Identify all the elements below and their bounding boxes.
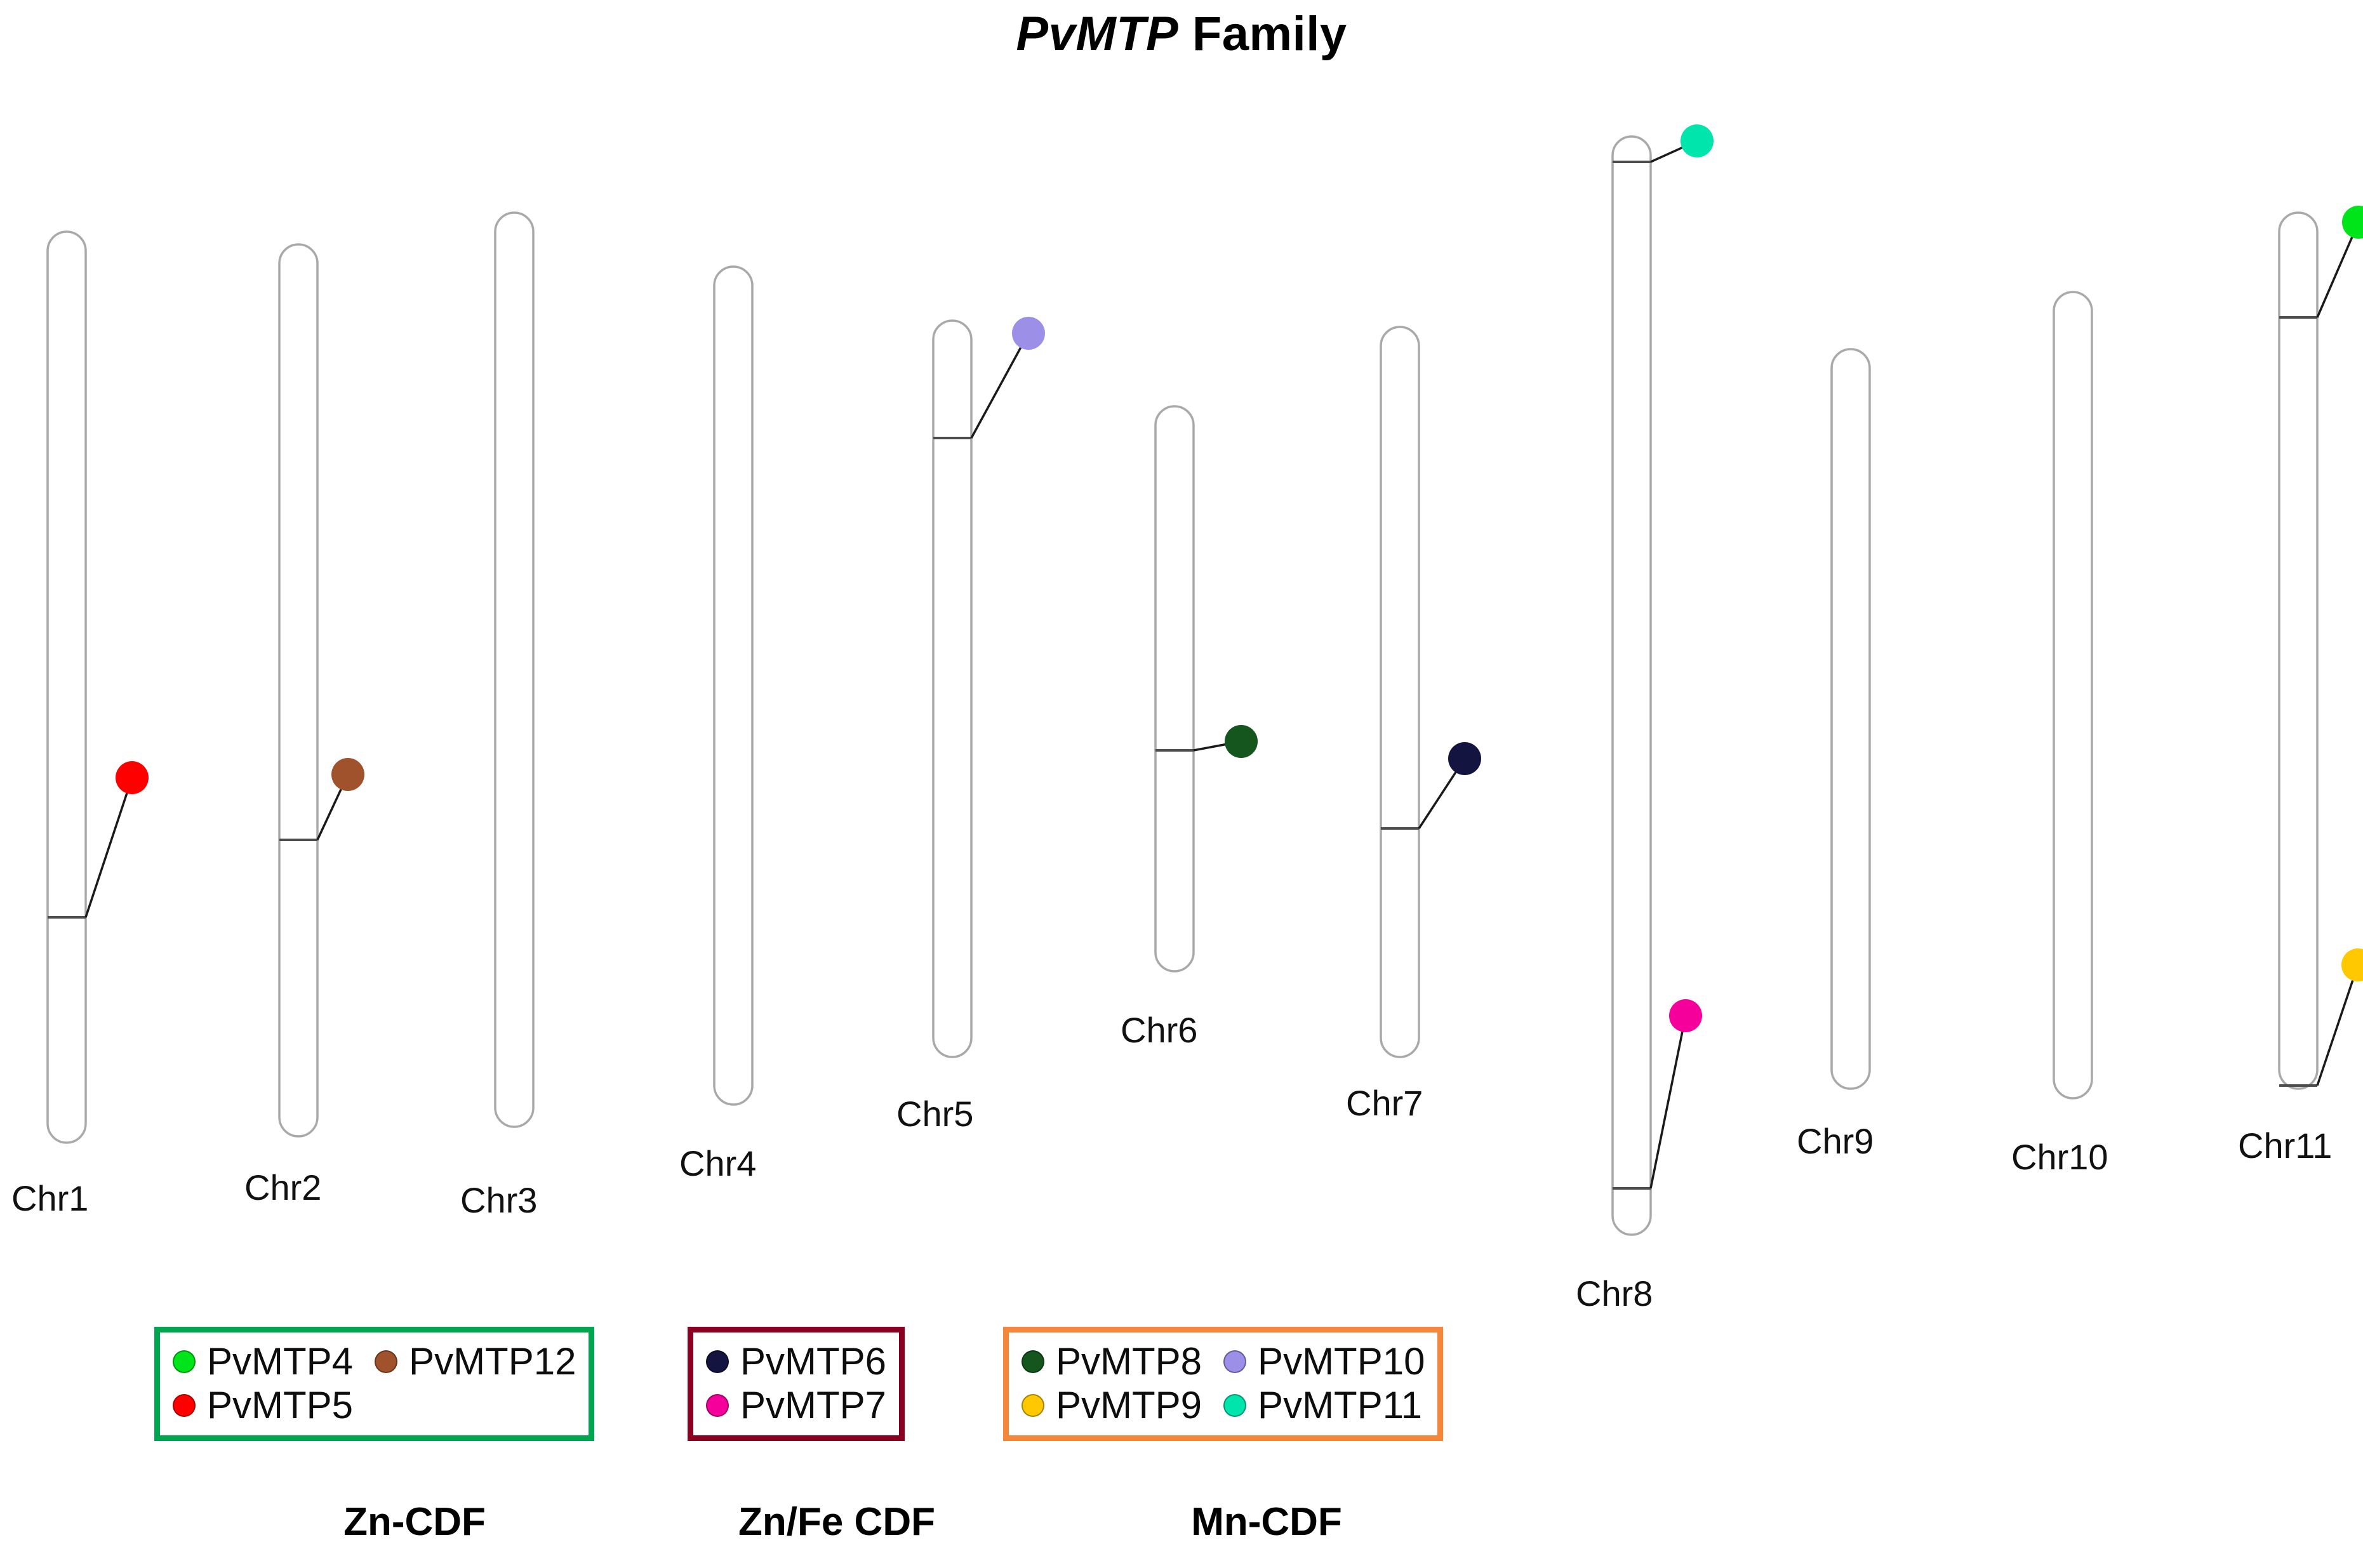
legend-item[interactable]: PvMTP12 [375,1340,576,1383]
legend-item-label: PvMTP4 [207,1340,354,1383]
chromosome-label-chr7: Chr7 [1346,1083,1423,1123]
legend-item[interactable]: PvMTP11 [1223,1384,1425,1426]
gene-marker-pvmtp5[interactable] [116,761,149,794]
legend-color-dot-pvmtp11 [1223,1393,1247,1417]
chromosome-label-chr1: Chr1 [11,1178,89,1218]
legend-item-label: PvMTP6 [740,1340,887,1383]
gene-connector-line [2316,222,2360,318]
chromosome-label-chr10: Chr10 [2011,1137,2108,1177]
gene-connector-line [2316,964,2359,1086]
legend-color-dot-pvmtp8 [1022,1350,1044,1373]
chromosome-label-chr3: Chr3 [460,1180,538,1220]
chromosome-body [713,265,754,1106]
chromosome-body [2278,211,2319,1090]
legend-item[interactable]: PvMTP8 [1022,1340,1202,1383]
chromosome-body [1154,405,1195,973]
legend-item[interactable]: PvMTP10 [1223,1340,1425,1383]
chromosome-label-chr11: Chr11 [2238,1126,2333,1166]
gene-marker-pvmtp12[interactable] [331,758,364,791]
gene-marker-pvmtp4[interactable] [2342,206,2363,239]
chromosome-label-chr6: Chr6 [1121,1010,1198,1050]
gene-connector-lines [84,140,2360,1189]
chromosome-body [278,243,319,1138]
gene-connector-line [1649,1015,1687,1189]
legend-item[interactable]: PvMTP6 [706,1340,886,1383]
legend-caption-zn-fe-cdf: Zn/Fe CDF [738,1500,935,1544]
legend-caption-zn-cdf: Zn-CDF [343,1500,486,1544]
gene-marker-dots [116,124,2363,1032]
legend-item-label: PvMTP10 [1258,1340,1425,1383]
gene-marker-pvmtp10[interactable] [1012,317,1045,350]
legend-color-dot-pvmtp12 [375,1350,398,1373]
chromosome-canvas [46,124,2363,1236]
chromosome-label-chr2: Chr2 [244,1167,322,1207]
legend-item-label: PvMTP5 [207,1384,354,1427]
chromosome-label-chr8: Chr8 [1576,1273,1653,1313]
chromosome-body [1611,135,1652,1236]
gene-marker-pvmtp6[interactable] [1448,742,1481,775]
chromosome-body [2053,291,2093,1100]
chromosome-label-chr4: Chr4 [679,1143,757,1183]
chromosome-body [1380,326,1420,1058]
legend-color-dot-pvmtp5 [173,1393,196,1417]
chromosome-label-chr5: Chr5 [896,1094,974,1134]
legend-item-label: PvMTP9 [1056,1384,1202,1427]
legend-item-label: PvMTP11 [1258,1384,1423,1427]
legend-item-label: PvMTP8 [1056,1340,1202,1383]
gene-marker-pvmtp11[interactable] [1681,124,1714,157]
legend-item[interactable]: PvMTP9 [1022,1384,1202,1426]
gene-connector-line [970,333,1030,439]
chromosome-body [494,211,535,1128]
legend-item-label: PvMTP12 [409,1340,576,1383]
gene-connector-line [84,777,133,918]
legend-color-dot-pvmtp6 [706,1350,729,1373]
legend-color-dot-pvmtp9 [1022,1393,1044,1417]
chromosome-bodies [46,135,2319,1236]
legend-color-dot-pvmtp10 [1223,1350,1247,1373]
legend-item[interactable]: PvMTP5 [173,1384,353,1426]
legend-item-label: PvMTP7 [740,1384,887,1427]
gene-marker-pvmtp8[interactable] [1225,725,1258,758]
legend-color-dot-pvmtp4 [173,1350,196,1373]
legend-caption-mn-cdf: Mn-CDF [1191,1500,1342,1544]
chromosome-label-chr9: Chr9 [1797,1121,1874,1161]
legend-color-dot-pvmtp7 [706,1393,729,1417]
chromosome-body [1830,348,1871,1090]
gene-marker-pvmtp9[interactable] [2341,948,2363,981]
legend-item[interactable]: PvMTP4 [173,1340,353,1383]
chromosome-body [46,230,87,1144]
legend-item[interactable]: PvMTP7 [706,1384,886,1426]
chromosome-body [932,319,973,1058]
centromere-marks [48,161,2317,1190]
gene-marker-pvmtp7[interactable] [1669,999,1702,1032]
